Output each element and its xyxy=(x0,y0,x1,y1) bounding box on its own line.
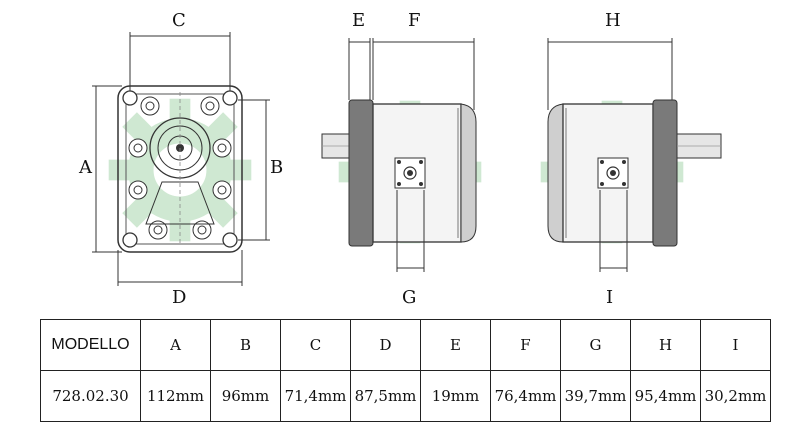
table-header-cell: E xyxy=(420,319,491,371)
dim-label-h: H xyxy=(605,10,621,31)
table-cell-model: 728.02.30 xyxy=(40,370,141,422)
table-header-cell: H xyxy=(630,319,701,371)
table-cell: 112mm xyxy=(140,370,211,422)
table-header-cell: A xyxy=(140,319,211,371)
table-cell: 87,5mm xyxy=(350,370,421,422)
table-cell: 30,2mm xyxy=(700,370,771,422)
table-header-cell: F xyxy=(490,319,561,371)
table-row: 728.02.30 112mm 96mm 71,4mm 87,5mm 19mm … xyxy=(40,370,771,422)
table-cell: 39,7mm xyxy=(560,370,631,422)
dim-label-f: F xyxy=(408,10,421,31)
side-view-left xyxy=(321,38,481,272)
dim-label-a: A xyxy=(79,157,92,178)
table-header-cell: MODELLO xyxy=(40,319,141,371)
spec-table: MODELLO A B C D E F G H I 728.02.30 112m… xyxy=(40,319,771,422)
table-header-row: MODELLO A B C D E F G H I xyxy=(40,319,771,371)
dim-label-g: G xyxy=(402,287,417,308)
dim-label-d: D xyxy=(172,287,187,308)
table-cell: 76,4mm xyxy=(490,370,561,422)
dim-label-c: C xyxy=(172,10,186,31)
table-cell: 95,4mm xyxy=(630,370,701,422)
dim-label-e: E xyxy=(352,10,366,31)
table-header-cell: C xyxy=(280,319,351,371)
table-header-cell: G xyxy=(560,319,631,371)
table-cell: 19mm xyxy=(420,370,491,422)
dim-label-i: I xyxy=(606,287,614,308)
table-header-cell: I xyxy=(700,319,771,371)
side-view-right xyxy=(541,38,722,272)
dim-label-b: B xyxy=(270,157,284,178)
front-view xyxy=(92,32,270,286)
table-cell: 71,4mm xyxy=(280,370,351,422)
table-header-cell: B xyxy=(210,319,281,371)
table-header-cell: D xyxy=(350,319,421,371)
technical-drawing xyxy=(92,32,722,286)
table-cell: 96mm xyxy=(210,370,281,422)
